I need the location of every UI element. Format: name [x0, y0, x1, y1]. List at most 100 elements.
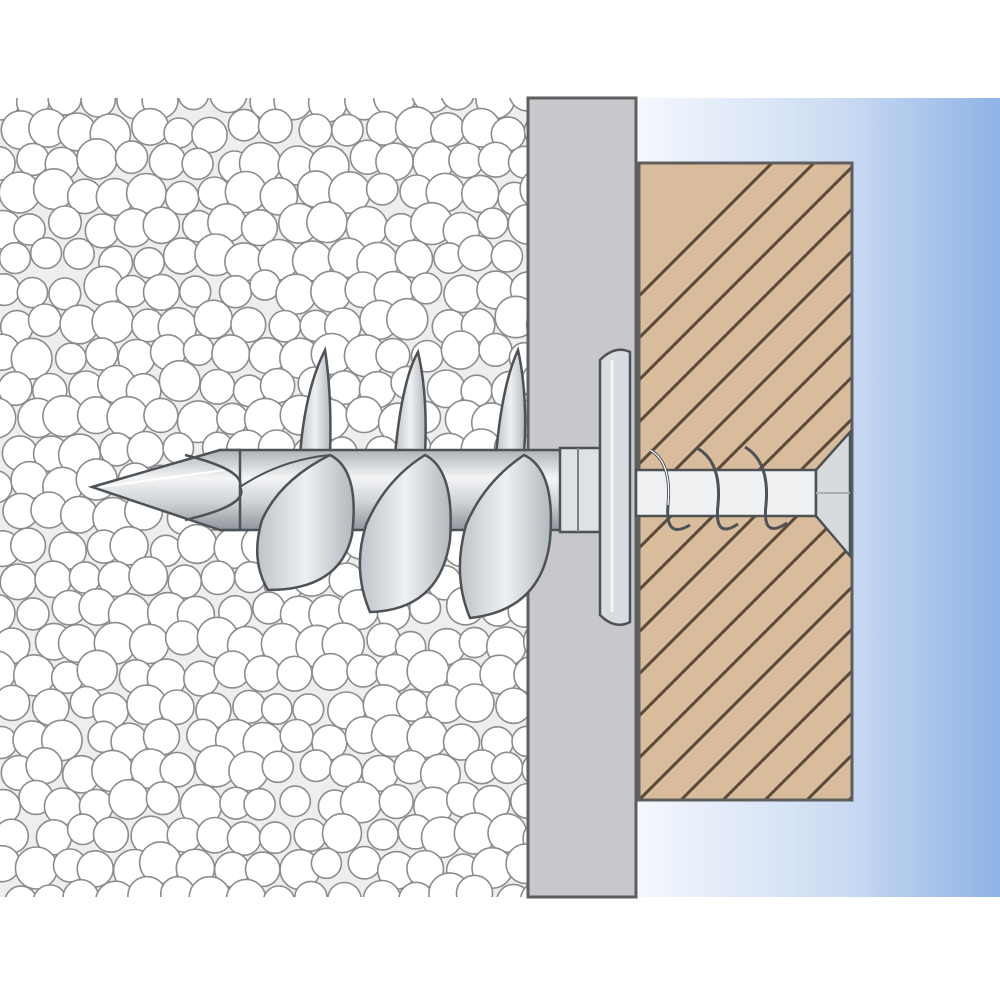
foam-bead: [177, 98, 209, 111]
foam-bead: [0, 684, 31, 722]
foam-bead: [442, 723, 481, 761]
foam-bead: [145, 780, 181, 816]
foam-bead: [62, 237, 96, 270]
foam-bead: [257, 108, 293, 144]
foam-bead: [240, 209, 279, 247]
foam-bead: [457, 234, 495, 272]
foam-bead: [66, 813, 99, 846]
foam-bead: [16, 597, 50, 631]
foam-bead: [92, 816, 130, 853]
hatch-line: [721, 668, 852, 800]
foam-bead: [299, 749, 333, 783]
foam-bead: [226, 820, 262, 856]
foam-bead: [32, 168, 76, 211]
foam-bead: [131, 107, 170, 147]
foam-bead: [209, 98, 248, 114]
foam-bead: [142, 206, 181, 245]
hatch-line: [679, 626, 852, 800]
foam-bead: [182, 334, 215, 367]
foam-bead: [311, 652, 350, 692]
foam-bead: [158, 689, 195, 726]
foam-bead: [62, 878, 100, 897]
foam-bead: [188, 875, 232, 897]
foam-bead: [375, 337, 411, 374]
foam-bead: [142, 273, 181, 311]
foam-bead: [298, 113, 333, 148]
foam-bead: [321, 812, 363, 854]
foam-bead: [59, 495, 99, 534]
foam-bead: [275, 273, 317, 316]
foam-bead: [191, 116, 228, 154]
foam-bead: [176, 523, 218, 565]
hatch-line: [639, 164, 852, 383]
foam-bead: [394, 239, 434, 279]
foam-bead: [27, 303, 62, 338]
foam-bead: [47, 205, 83, 240]
foam-bead: [158, 359, 201, 403]
foam-bead: [279, 785, 312, 818]
foam-bead: [507, 203, 528, 245]
foam-bead: [4, 885, 37, 897]
foam-bead: [128, 623, 170, 665]
foam-bead: [13, 213, 46, 246]
foam-bead: [25, 746, 63, 785]
foam-bead: [510, 782, 528, 820]
foam-bead: [458, 626, 491, 659]
foam-bead: [258, 821, 292, 855]
foam-bead: [133, 246, 166, 279]
foam-bead: [0, 593, 16, 634]
foam-bead: [54, 342, 88, 375]
foam-bead: [263, 885, 295, 897]
foam-bead: [476, 207, 509, 240]
foam-bead: [279, 718, 314, 754]
hatch-line: [639, 163, 816, 341]
foam-bead: [455, 874, 494, 897]
hatch-line: [639, 500, 852, 719]
foam-bead: [159, 751, 196, 788]
foam-bead: [193, 299, 234, 340]
foam-bead: [225, 878, 267, 897]
foam-bead: [114, 140, 149, 175]
foam-bead: [460, 174, 500, 214]
foam-bead: [365, 172, 399, 206]
foam-bead: [347, 845, 382, 880]
foam-bead: [494, 295, 528, 339]
foam-bead: [252, 591, 286, 625]
foam-bead: [378, 783, 414, 820]
foam-bead: [410, 272, 443, 305]
foam-bead: [0, 397, 17, 439]
foam-bead: [385, 297, 429, 341]
foam-bead: [276, 655, 313, 692]
foam-bead: [109, 525, 149, 566]
foam-bead: [520, 884, 528, 897]
foam-bead: [305, 201, 348, 244]
insulation-anchor: [87, 345, 632, 627]
hatch-line: [639, 248, 852, 467]
foam-bead: [80, 98, 117, 118]
foam-bead: [260, 692, 293, 725]
foam-bead: [29, 236, 63, 270]
foam-bead: [345, 395, 383, 434]
foam-bead: [294, 880, 328, 897]
foam-bead: [148, 142, 187, 181]
foam-bead: [495, 687, 528, 725]
foam-bead: [519, 172, 528, 207]
foam-bead: [440, 98, 475, 111]
hatch-line: [639, 206, 852, 425]
wood-screw: [634, 428, 852, 560]
foam-bead: [478, 332, 513, 367]
foam-bead: [490, 751, 524, 785]
foam-bead: [126, 430, 165, 469]
foam-bead: [181, 147, 214, 181]
foam-bead: [440, 330, 481, 371]
hatch-line: [639, 542, 852, 761]
foam-bead: [200, 560, 236, 596]
foam-bead: [227, 108, 261, 142]
foam-bead: [108, 778, 150, 820]
foam-bead: [330, 113, 364, 147]
foam-bead: [490, 239, 524, 273]
hatch-line: [639, 584, 852, 800]
foam-bead: [10, 337, 53, 380]
foam-bead: [0, 370, 33, 407]
